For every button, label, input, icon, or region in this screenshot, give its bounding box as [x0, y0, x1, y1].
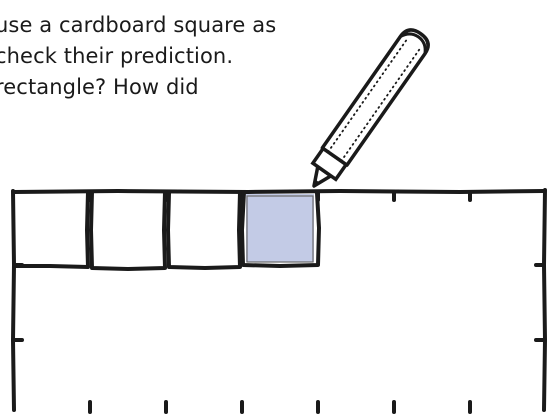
traced-square-1 — [15, 192, 88, 267]
traced-square-2 — [91, 192, 165, 269]
cardboard-square — [242, 192, 319, 266]
rectangle-left-edge — [13, 191, 14, 410]
pencil-icon — [302, 25, 433, 195]
rectangle-right-edge — [544, 190, 545, 410]
traced-squares-row — [15, 192, 240, 269]
traced-square-3 — [168, 192, 240, 268]
